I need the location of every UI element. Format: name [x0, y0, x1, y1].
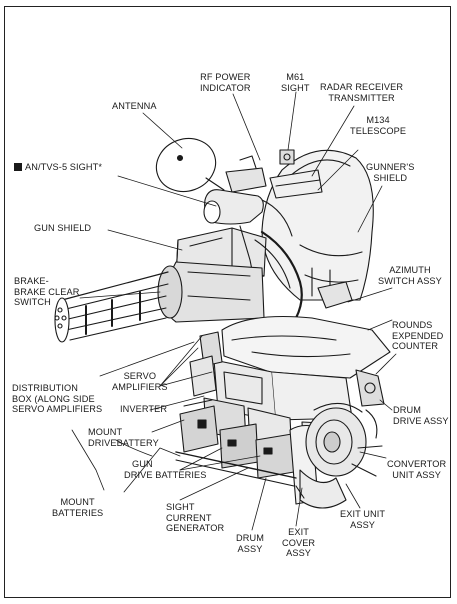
mount-platform-shape: [221, 316, 391, 379]
label-antenna: ANTENNA: [112, 101, 157, 111]
label-servo-amplifiers: SERVO AMPLIFIERS: [112, 371, 168, 392]
sight-assembly-shape: [203, 149, 323, 225]
drum-drive-shape: [355, 369, 385, 439]
drum-assy-shape: [289, 402, 367, 505]
label-gun-shield: GUN SHIELD: [34, 223, 92, 233]
gatling-gun-shape: [54, 261, 265, 343]
label-rounds-expended-counter: ROUNDS EXPENDED COUNTER: [392, 320, 444, 351]
label-m61-sight: M61 SIGHT: [281, 72, 310, 93]
label-exit-unit-assy: EXIT UNIT ASSY: [340, 509, 386, 530]
label-exit-cover-assy: EXIT COVER ASSY: [282, 527, 316, 558]
leader-lines: [71, 91, 397, 531]
label-convertor-unit-assy: CONVERTOR UNIT ASSY: [387, 459, 447, 480]
base-frame-shape: [175, 451, 305, 499]
antenna-shape: [155, 137, 225, 193]
exit-unit-shape: [299, 445, 383, 509]
label-brake-clear-switch: BRAKE- BRAKE CLEAR SWITCH: [14, 276, 80, 307]
label-gun-drive-batteries: GUN DRIVE BATTERIES: [124, 459, 207, 480]
label-rf-power-indicator: RF POWER INDICATOR: [200, 72, 251, 93]
azimuth-switch-shape: [317, 281, 353, 309]
label-azimuth-switch-assy: AZIMUTH SWITCH ASSY: [378, 265, 442, 286]
label-distribution-box: DISTRIBUTION BOX (ALONG SIDE SERVO AMPLI…: [12, 383, 103, 414]
label-mount-batteries: MOUNT BATTERIES: [52, 497, 104, 518]
label-drum-drive-assy: DRUM DRIVE ASSY: [393, 405, 449, 426]
page-border: [4, 6, 451, 598]
battery-boxes-shape: [179, 399, 295, 479]
label-m134-telescope: M134 TELESCOPE: [350, 115, 407, 136]
label-an-tvs5-sight: AN/TVS-5 SIGHT*: [14, 162, 102, 173]
label-gunners-shield: GUNNER'S SHIELD: [366, 162, 415, 183]
label-inverter: INVERTER: [120, 404, 168, 414]
label-sight-current-generator: SIGHT CURRENT GENERATOR: [166, 502, 225, 533]
label-mount-drive-battery: MOUNT DRIVEBATTERY: [88, 427, 159, 448]
marker-square-icon: [14, 163, 22, 171]
label-drum-assy: DRUM ASSY: [236, 533, 264, 554]
label-radar-receiver-transmitter: RADAR RECEIVER TRANSMITTER: [320, 82, 404, 103]
